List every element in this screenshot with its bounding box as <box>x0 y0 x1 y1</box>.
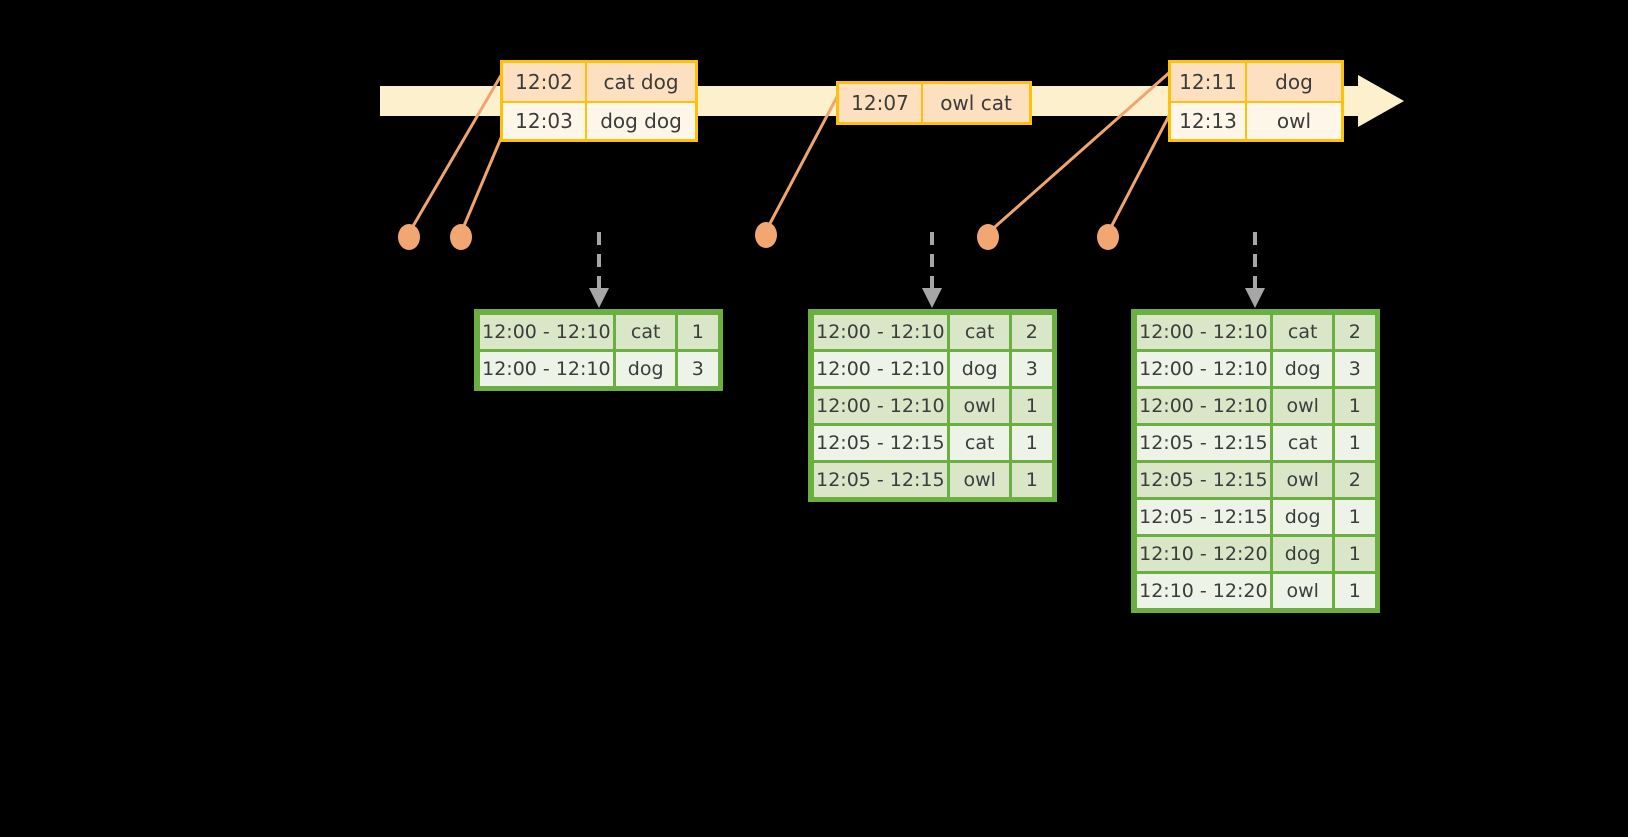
cell-window: 12:05 - 12:15 <box>1136 499 1271 534</box>
cell-window: 12:00 - 12:10 <box>479 351 614 386</box>
cell-word: cat <box>1273 425 1333 460</box>
cell-word: cat <box>950 314 1010 349</box>
cell-count: 1 <box>1012 425 1052 460</box>
cell-count: 1 <box>678 314 718 349</box>
cell-count: 1 <box>1012 388 1052 423</box>
event-value: owl <box>1247 103 1341 139</box>
cell-word: dog <box>1273 499 1333 534</box>
cell-count: 1 <box>1335 388 1375 423</box>
cell-window: 12:00 - 12:10 <box>813 351 948 386</box>
cell-word: owl <box>1273 462 1333 497</box>
cell-word: cat <box>950 425 1010 460</box>
cell-word: owl <box>950 462 1010 497</box>
cell-word: cat <box>616 314 676 349</box>
cell-word: dog <box>1273 536 1333 571</box>
cell-count: 1 <box>1012 462 1052 497</box>
cell-word: dog <box>616 351 676 386</box>
event-time: 12:02 <box>503 63 587 101</box>
cell-count: 2 <box>1012 314 1052 349</box>
cell-word: dog <box>1273 351 1333 386</box>
cell-count: 2 <box>1335 462 1375 497</box>
event-row: 12:03 dog dog <box>503 101 695 139</box>
cell-window: 12:10 - 12:20 <box>1136 573 1271 608</box>
cell-window: 12:05 - 12:15 <box>813 462 948 497</box>
cell-window: 12:00 - 12:10 <box>479 314 614 349</box>
cell-window: 12:05 - 12:15 <box>1136 425 1271 460</box>
cell-window: 12:05 - 12:15 <box>1136 462 1271 497</box>
event-time: 12:13 <box>1171 103 1247 139</box>
event-group-1: 12:02 cat dog 12:03 dog dog <box>500 60 698 142</box>
marker-dot-1 <box>398 224 420 250</box>
cell-window: 12:00 - 12:10 <box>813 314 948 349</box>
cell-window: 12:00 - 12:10 <box>1136 388 1271 423</box>
cell-window: 12:00 - 12:10 <box>1136 314 1271 349</box>
event-value: dog <box>1247 63 1341 101</box>
cell-window: 12:10 - 12:20 <box>1136 536 1271 571</box>
cell-word: dog <box>950 351 1010 386</box>
timeline-arrowhead-icon <box>1358 75 1404 127</box>
cell-count: 1 <box>1335 573 1375 608</box>
marker-dot-4 <box>977 224 999 250</box>
event-row: 12:11 dog <box>1171 63 1341 101</box>
event-time: 12:11 <box>1171 63 1247 101</box>
event-value: cat dog <box>587 63 695 101</box>
event-row: 12:13 owl <box>1171 101 1341 139</box>
cell-window: 12:00 - 12:10 <box>813 388 948 423</box>
event-row: 12:02 cat dog <box>503 63 695 101</box>
cell-count: 3 <box>1335 351 1375 386</box>
cell-count: 1 <box>1335 536 1375 571</box>
cell-count: 2 <box>1335 314 1375 349</box>
cell-word: owl <box>950 388 1010 423</box>
marker-dot-5 <box>1097 224 1119 250</box>
event-group-2: 12:07 owl cat <box>836 81 1032 125</box>
marker-dot-3 <box>755 222 777 248</box>
event-row: 12:07 owl cat <box>839 84 1029 122</box>
marker-dot-2 <box>450 224 472 250</box>
cell-count: 1 <box>1335 499 1375 534</box>
cell-count: 3 <box>1012 351 1052 386</box>
cell-count: 3 <box>678 351 718 386</box>
cell-window: 12:05 - 12:15 <box>813 425 948 460</box>
cell-word: owl <box>1273 388 1333 423</box>
cell-window: 12:00 - 12:10 <box>1136 351 1271 386</box>
event-time: 12:03 <box>503 103 587 139</box>
cell-word: cat <box>1273 314 1333 349</box>
event-value: owl cat <box>923 84 1029 122</box>
cell-count: 1 <box>1335 425 1375 460</box>
event-value: dog dog <box>587 103 695 139</box>
event-time: 12:07 <box>839 84 923 122</box>
event-group-3: 12:11 dog 12:13 owl <box>1168 60 1344 142</box>
cell-word: owl <box>1273 573 1333 608</box>
